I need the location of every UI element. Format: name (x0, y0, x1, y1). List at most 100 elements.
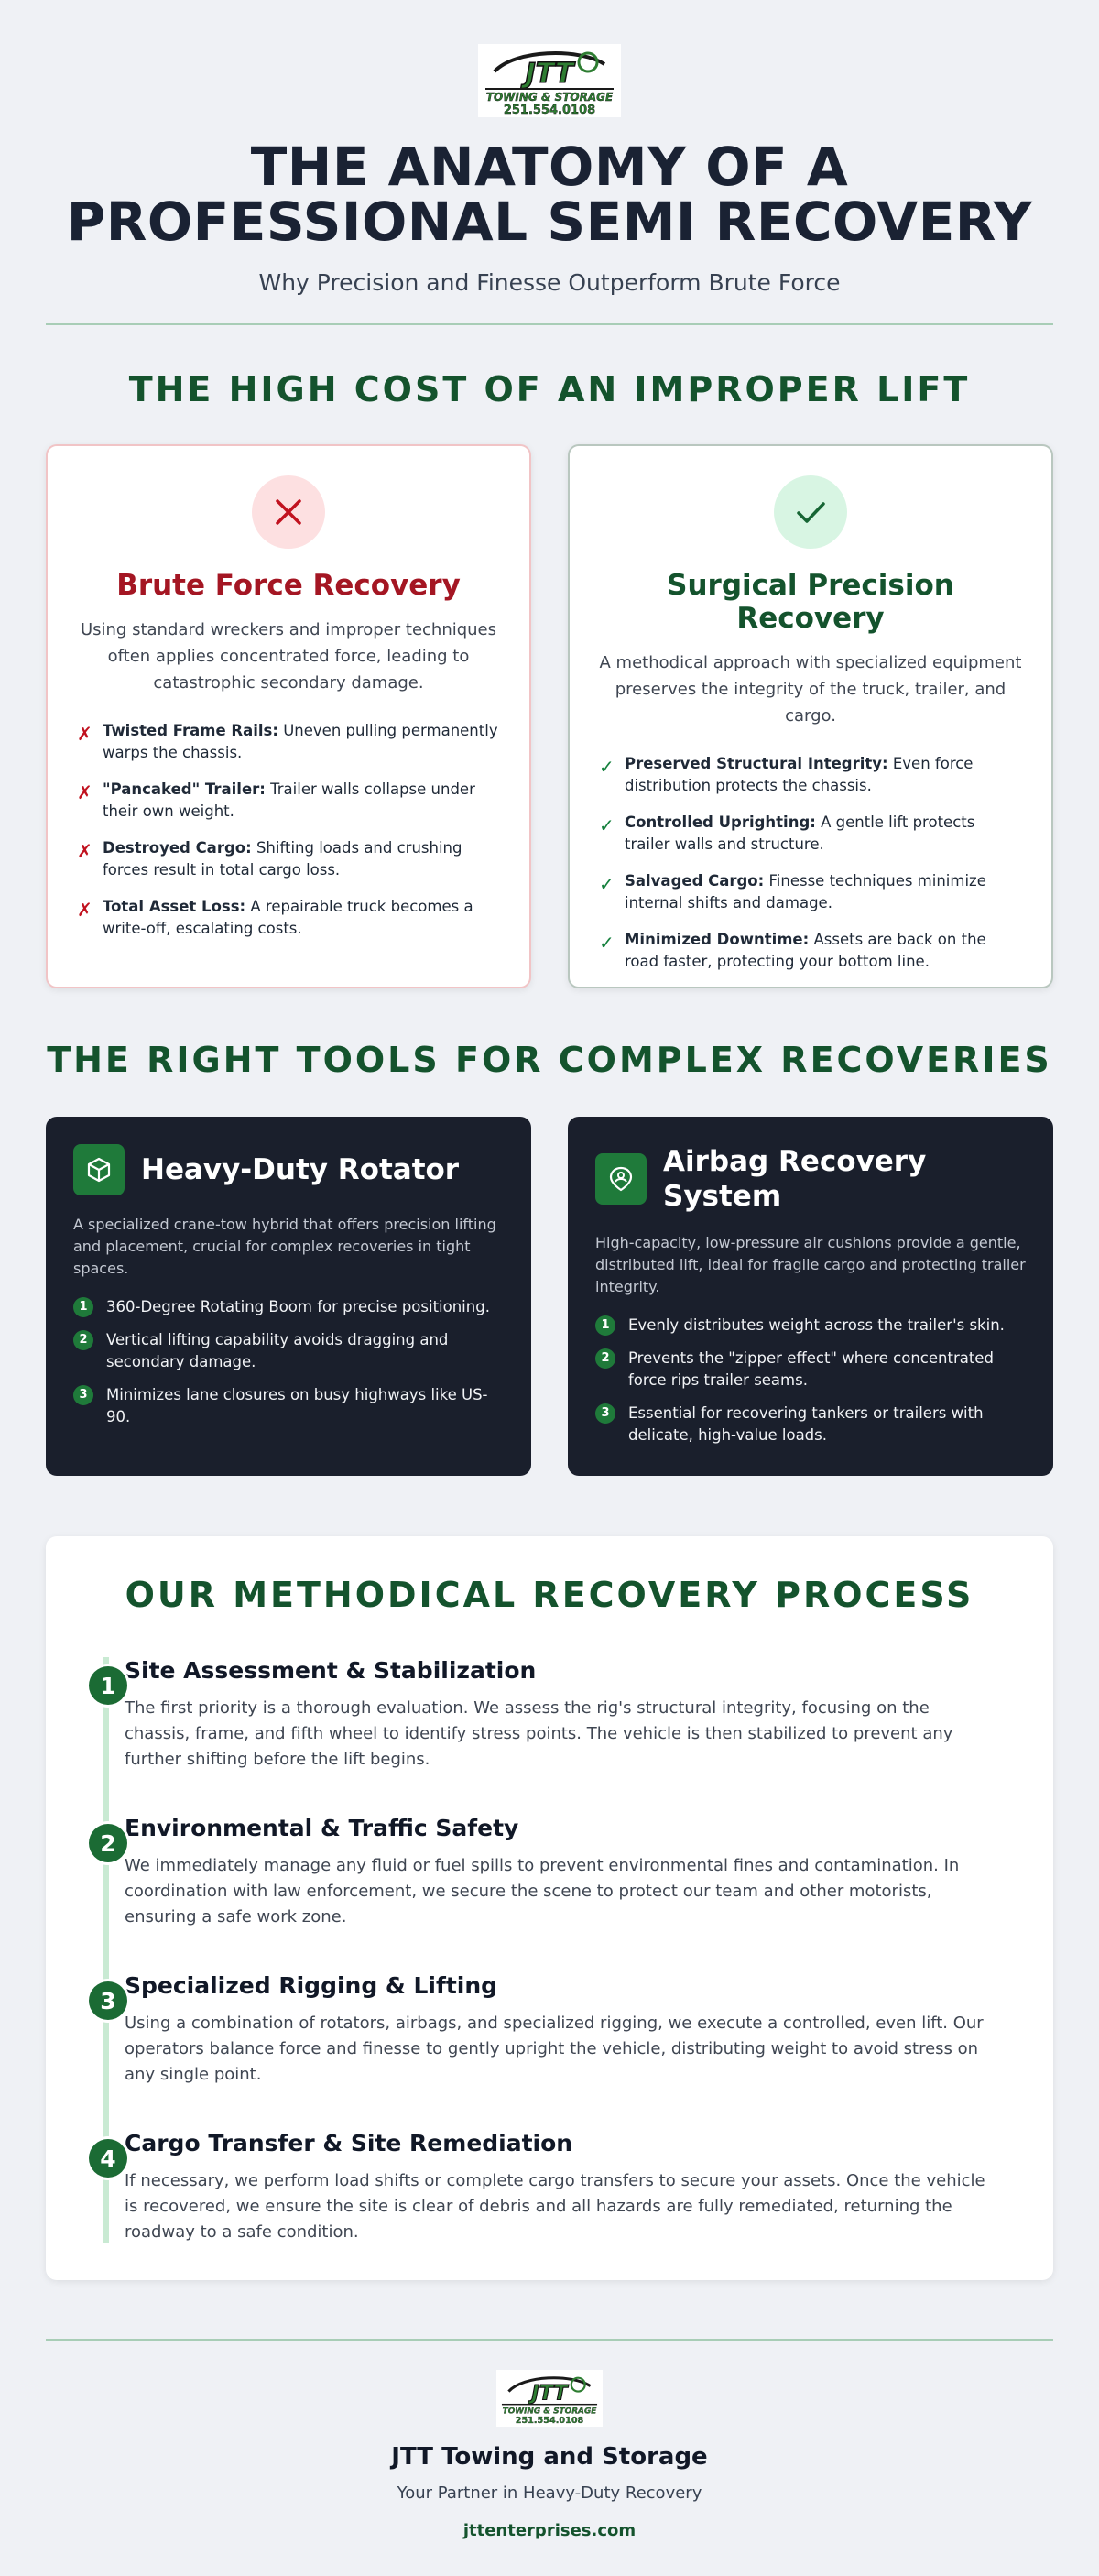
list-item-label: Total Asset Loss: (103, 898, 246, 915)
brute-force-card: Brute Force Recovery Using standard wrec… (46, 444, 531, 988)
airbag-title: Airbag Recovery System (663, 1145, 927, 1213)
step-title: Site Assessment & Stabilization (125, 1657, 537, 1684)
timeline-line (103, 1657, 109, 2243)
footer-website-link[interactable]: jttenterprises.com (462, 2521, 637, 2540)
footer-brand: JTT Towing and Storage (391, 2443, 708, 2471)
step-title: Specialized Rigging & Lifting (125, 1972, 498, 1999)
list-item-label: Salvaged Cargo: (625, 872, 765, 890)
rotator-card: Heavy-Duty Rotator A specialized crane-t… (46, 1117, 531, 1476)
step-number-badge: 4 (89, 2139, 127, 2178)
list-item-label: Preserved Structural Integrity: (625, 755, 888, 772)
step-text: Using a combination of rotators, airbags… (125, 2014, 984, 2084)
check-mark-icon: ✓ (599, 932, 615, 954)
list-item-text: Assets are back on the road faster, prot… (625, 931, 986, 970)
infographic-page: JTT TOWING & STORAGE 251.554.0108 THE AN… (46, 0, 1053, 2540)
step-title: Cargo Transfer & Site Remediation (125, 2130, 573, 2156)
list-item: ✓ Minimized Downtime: Assets are back on … (599, 929, 1022, 973)
step-text: If necessary, we perform load shifts or … (125, 2171, 985, 2242)
precision-title: Surgical Precision Recovery (667, 569, 954, 635)
list-item-text: Finesse techniques minimize internal shi… (625, 872, 986, 911)
process-panel: OUR METHODICAL RECOVERY PROCESS 1 Site A… (46, 1536, 1053, 2280)
list-item-text: Evenly distributes weight across the tra… (628, 1316, 1005, 1334)
process-step: 2 Environmental & Traffic Safety We imme… (89, 1815, 998, 1972)
list-item: ✓Controlled Uprighting: A gentle lift pr… (599, 812, 1022, 856)
list-item-label: Destroyed Cargo: (103, 839, 252, 857)
check-mark-icon: ✓ (599, 873, 615, 895)
airbag-feature-list: 1 Evenly distributes weight across the tr… (595, 1315, 1026, 1446)
list-item-text: Even force distribution protects the cha… (625, 755, 974, 794)
precision-description: A methodical approach with specialized e… (599, 653, 1022, 726)
process-steps: 1 Site Assessment & Stabilization The fi… (89, 1657, 998, 2287)
list-item: ✗Destroyed Cargo: Shifting loads and cru… (77, 837, 500, 881)
list-item: ✗ Total Asset Loss: A repairable truck be… (77, 896, 500, 940)
comparison-cards: Brute Force Recovery Using standard wrec… (46, 444, 1053, 988)
number-badge: 3 (595, 1403, 615, 1424)
number-badge: 3 (73, 1385, 93, 1405)
page-title: THE ANATOMY OF A PROFESSIONAL SEMI RECOV… (46, 139, 1053, 249)
list-item: ✗Twisted Frame Rails: Uneven pulling per… (77, 720, 500, 764)
brute-force-description: Using standard wreckers and improper tec… (80, 620, 497, 693)
company-logo: JTT TOWING & STORAGE 251.554.0108 (478, 44, 621, 117)
airbag-card: Airbag Recovery System High-capacity, lo… (568, 1117, 1053, 1476)
cross-mark-icon: ✗ (77, 899, 92, 921)
step-title: Environmental & Traffic Safety (125, 1815, 519, 1841)
logo-phone-text: 251.554.0108 (504, 104, 595, 117)
footer-divider (46, 2339, 1053, 2341)
list-item-label: Minimized Downtime: (625, 931, 810, 948)
footer-tagline: Your Partner in Heavy-Duty Recovery (397, 2483, 702, 2503)
logo-phone-text: 251.554.0108 (516, 2416, 584, 2426)
step-number-badge: 1 (89, 1666, 127, 1705)
cross-mark-icon: ✗ (77, 723, 92, 745)
footer-logo: JTT TOWING & STORAGE 251.554.0108 (496, 2370, 603, 2427)
check-mark-icon: ✓ (599, 756, 615, 778)
step-number-badge: 2 (89, 1824, 127, 1862)
tools-cards: Heavy-Duty Rotator A specialized crane-t… (46, 1117, 1053, 1476)
precision-list: ✓ Preserved Structural Integrity: Even fo… (599, 753, 1022, 973)
brute-force-title: Brute Force Recovery (116, 569, 461, 602)
title-line-2: PROFESSIONAL SEMI RECOVERY (66, 191, 1033, 253)
process-step: 4 Cargo Transfer & Site Remediation If n… (89, 2130, 998, 2287)
list-item: ✗"Pancaked" Trailer: Trailer walls colla… (77, 779, 500, 823)
checkmark-icon (797, 502, 825, 523)
list-item-text: Vertical lifting capability avoids dragg… (106, 1331, 449, 1370)
list-item-text: Prevents the "zipper effect" where conce… (628, 1349, 994, 1389)
airbag-icon (595, 1153, 647, 1205)
process-step: 3 Specialized Rigging & Lifting Using a … (89, 1972, 998, 2130)
header-divider (46, 323, 1053, 325)
tow-truck-logo-icon: JTT TOWING & STORAGE 251.554.0108 (501, 2376, 598, 2426)
list-item-text: Trailer walls collapse under their own w… (103, 780, 475, 820)
step-text: We immediately manage any fluid or fuel … (125, 1856, 960, 1927)
list-item-text: Uneven pulling permanently warps the cha… (103, 722, 498, 761)
process-step: 1 Site Assessment & Stabilization The fi… (89, 1657, 998, 1815)
number-badge: 1 (595, 1315, 615, 1336)
list-item: 3 Essential for recovering tankers or tra… (595, 1403, 1026, 1446)
list-item-text: Essential for recovering tankers or trai… (628, 1404, 984, 1444)
cross-mark-icon: ✗ (77, 840, 92, 862)
precision-card: Surgical Precision Recovery A methodical… (568, 444, 1053, 988)
check-mark-icon: ✓ (599, 814, 615, 836)
cost-section-title: THE HIGH COST OF AN IMPROPER LIFT (128, 369, 971, 409)
tow-truck-logo-icon: JTT TOWING & STORAGE 251.554.0108 (485, 51, 614, 117)
list-item: 3 Minimizes lane closures on busy highway… (73, 1384, 504, 1428)
list-item-text: A repairable truck becomes a write-off, … (103, 898, 473, 937)
list-item-text: 360-Degree Rotating Boom for precise pos… (106, 1298, 490, 1315)
precision-icon-circle (774, 475, 847, 549)
logo-sub-text: TOWING & STORAGE (503, 2407, 597, 2416)
list-item-text: Minimizes lane closures on busy highways… (106, 1386, 488, 1425)
page-subtitle: Why Precision and Finesse Outperform Bru… (258, 269, 841, 296)
logo-brand-text: JTT (521, 58, 576, 90)
cube-icon (73, 1144, 125, 1195)
rotator-description: A specialized crane-tow hybrid that offe… (73, 1216, 496, 1277)
step-number-badge: 3 (89, 1981, 127, 2020)
brute-force-list: ✗Twisted Frame Rails: Uneven pulling per… (77, 720, 500, 940)
list-item: 1 Evenly distributes weight across the tr… (595, 1315, 1026, 1337)
process-section-title: OUR METHODICAL RECOVERY PROCESS (125, 1575, 974, 1615)
title-line-1: THE ANATOMY OF A (250, 136, 849, 198)
airbag-description: High-capacity, low-pressure air cushions… (595, 1234, 1026, 1295)
list-item-text: A gentle lift protects trailer walls and… (625, 813, 975, 853)
logo-brand-text: JTT (528, 2381, 569, 2405)
